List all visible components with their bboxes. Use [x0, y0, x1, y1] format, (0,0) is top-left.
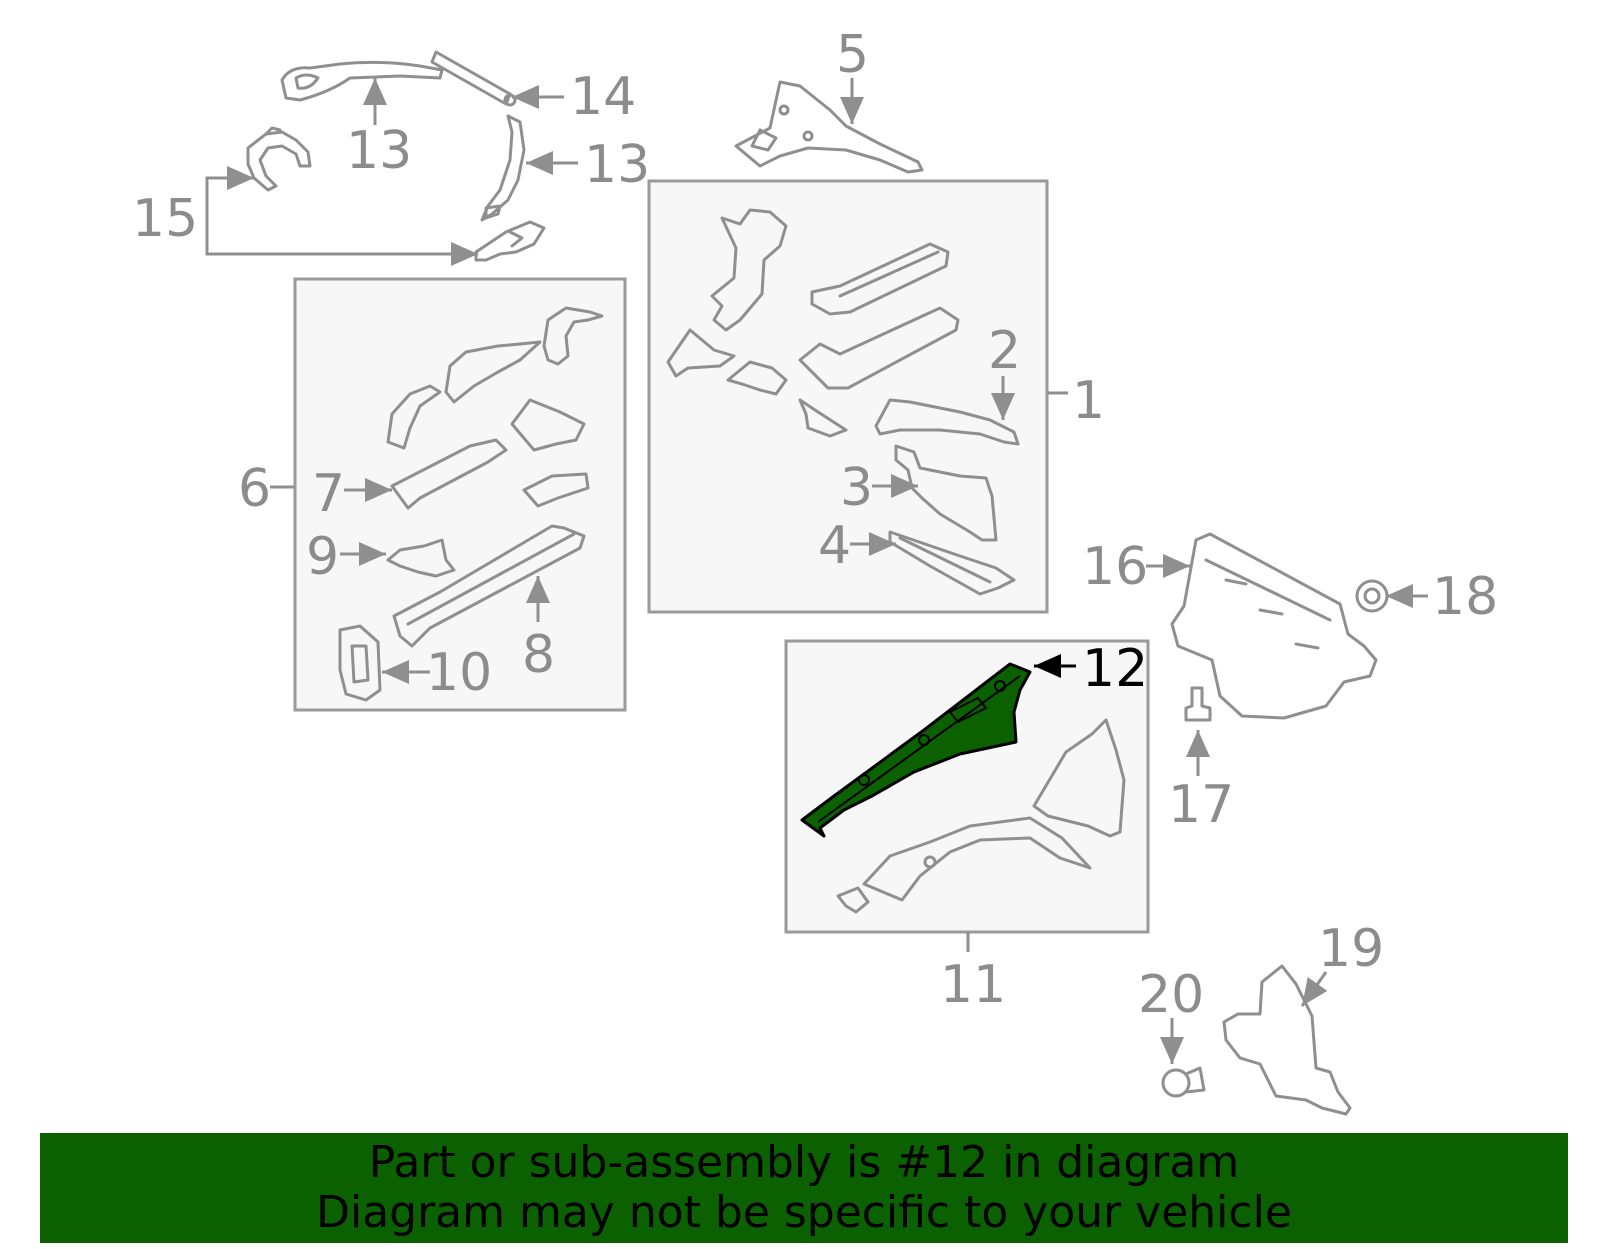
- part-15-upper-bracket[interactable]: [246, 126, 312, 192]
- callout-6: 6: [238, 459, 271, 519]
- banner-background: [40, 1133, 1568, 1243]
- callout-7: 7: [312, 464, 345, 524]
- part-1f-clip[interactable]: [798, 398, 848, 438]
- part-13-lower-brace[interactable]: [480, 114, 526, 222]
- part-16-shield[interactable]: [1170, 532, 1378, 720]
- part-1a-panel[interactable]: [710, 208, 788, 332]
- leader-lines: [205, 78, 1428, 1064]
- callout-4: 4: [818, 516, 851, 576]
- part-1c-rail[interactable]: [798, 306, 960, 390]
- callout-11: 11: [940, 955, 1006, 1015]
- callout-13-lower: 13: [584, 135, 650, 195]
- part-1d-bracket[interactable]: [666, 328, 736, 378]
- callout-2: 2: [988, 321, 1021, 381]
- part-6c-bracket[interactable]: [386, 384, 442, 450]
- part-11c-clip[interactable]: [836, 886, 870, 914]
- banner-line-2: Diagram may not be specific to your vehi…: [316, 1187, 1292, 1238]
- callout-10: 10: [426, 643, 492, 703]
- part-12-highlighted[interactable]: [800, 662, 1032, 838]
- part-2-bracket[interactable]: [874, 398, 1020, 446]
- part-20-push-pin[interactable]: [1161, 1066, 1206, 1098]
- part-7-rail[interactable]: [390, 438, 508, 510]
- part-11b-bracket[interactable]: [862, 816, 1092, 902]
- callout-17: 17: [1168, 775, 1234, 835]
- part-1e-bracket[interactable]: [726, 360, 788, 396]
- part-6a-bracket[interactable]: [542, 306, 604, 366]
- part-4-rail[interactable]: [888, 530, 1016, 596]
- callout-8: 8: [522, 625, 555, 685]
- callout-13-upper: 13: [346, 121, 412, 181]
- callout-15: 15: [132, 189, 198, 249]
- callout-16: 16: [1082, 537, 1148, 597]
- part-6d-bracket[interactable]: [510, 398, 586, 452]
- part-11a-panel[interactable]: [1032, 718, 1126, 838]
- callout-12: 12: [1082, 639, 1148, 699]
- part-10-bracket[interactable]: [338, 624, 382, 702]
- part-1b-rail[interactable]: [810, 242, 950, 316]
- part-6b-panel[interactable]: [444, 340, 542, 404]
- callout-5: 5: [836, 25, 869, 85]
- part-13-upper-brace[interactable]: [280, 60, 444, 102]
- part-18-nut[interactable]: [1355, 579, 1389, 613]
- info-banner: Part or sub-assembly is #12 in diagram D…: [40, 1133, 1568, 1243]
- part-15-lower-bracket[interactable]: [474, 220, 546, 262]
- callout-20: 20: [1138, 965, 1204, 1025]
- part-9-bracket[interactable]: [386, 538, 456, 578]
- callout-3: 3: [840, 458, 873, 518]
- part-8-rail[interactable]: [392, 524, 586, 648]
- part-19-panel[interactable]: [1222, 964, 1352, 1116]
- banner-line-1: Part or sub-assembly is #12 in diagram: [368, 1137, 1240, 1188]
- callout-14: 14: [570, 67, 636, 127]
- part-14-rod[interactable]: [430, 50, 517, 107]
- part-17-bolt[interactable]: [1184, 686, 1212, 722]
- callout-9: 9: [306, 527, 339, 587]
- part-5-apron-bracket[interactable]: [734, 80, 924, 174]
- callout-18: 18: [1432, 567, 1498, 627]
- callout-1: 1: [1072, 371, 1105, 431]
- callout-19: 19: [1318, 919, 1384, 979]
- part-6e-bracket[interactable]: [522, 472, 590, 508]
